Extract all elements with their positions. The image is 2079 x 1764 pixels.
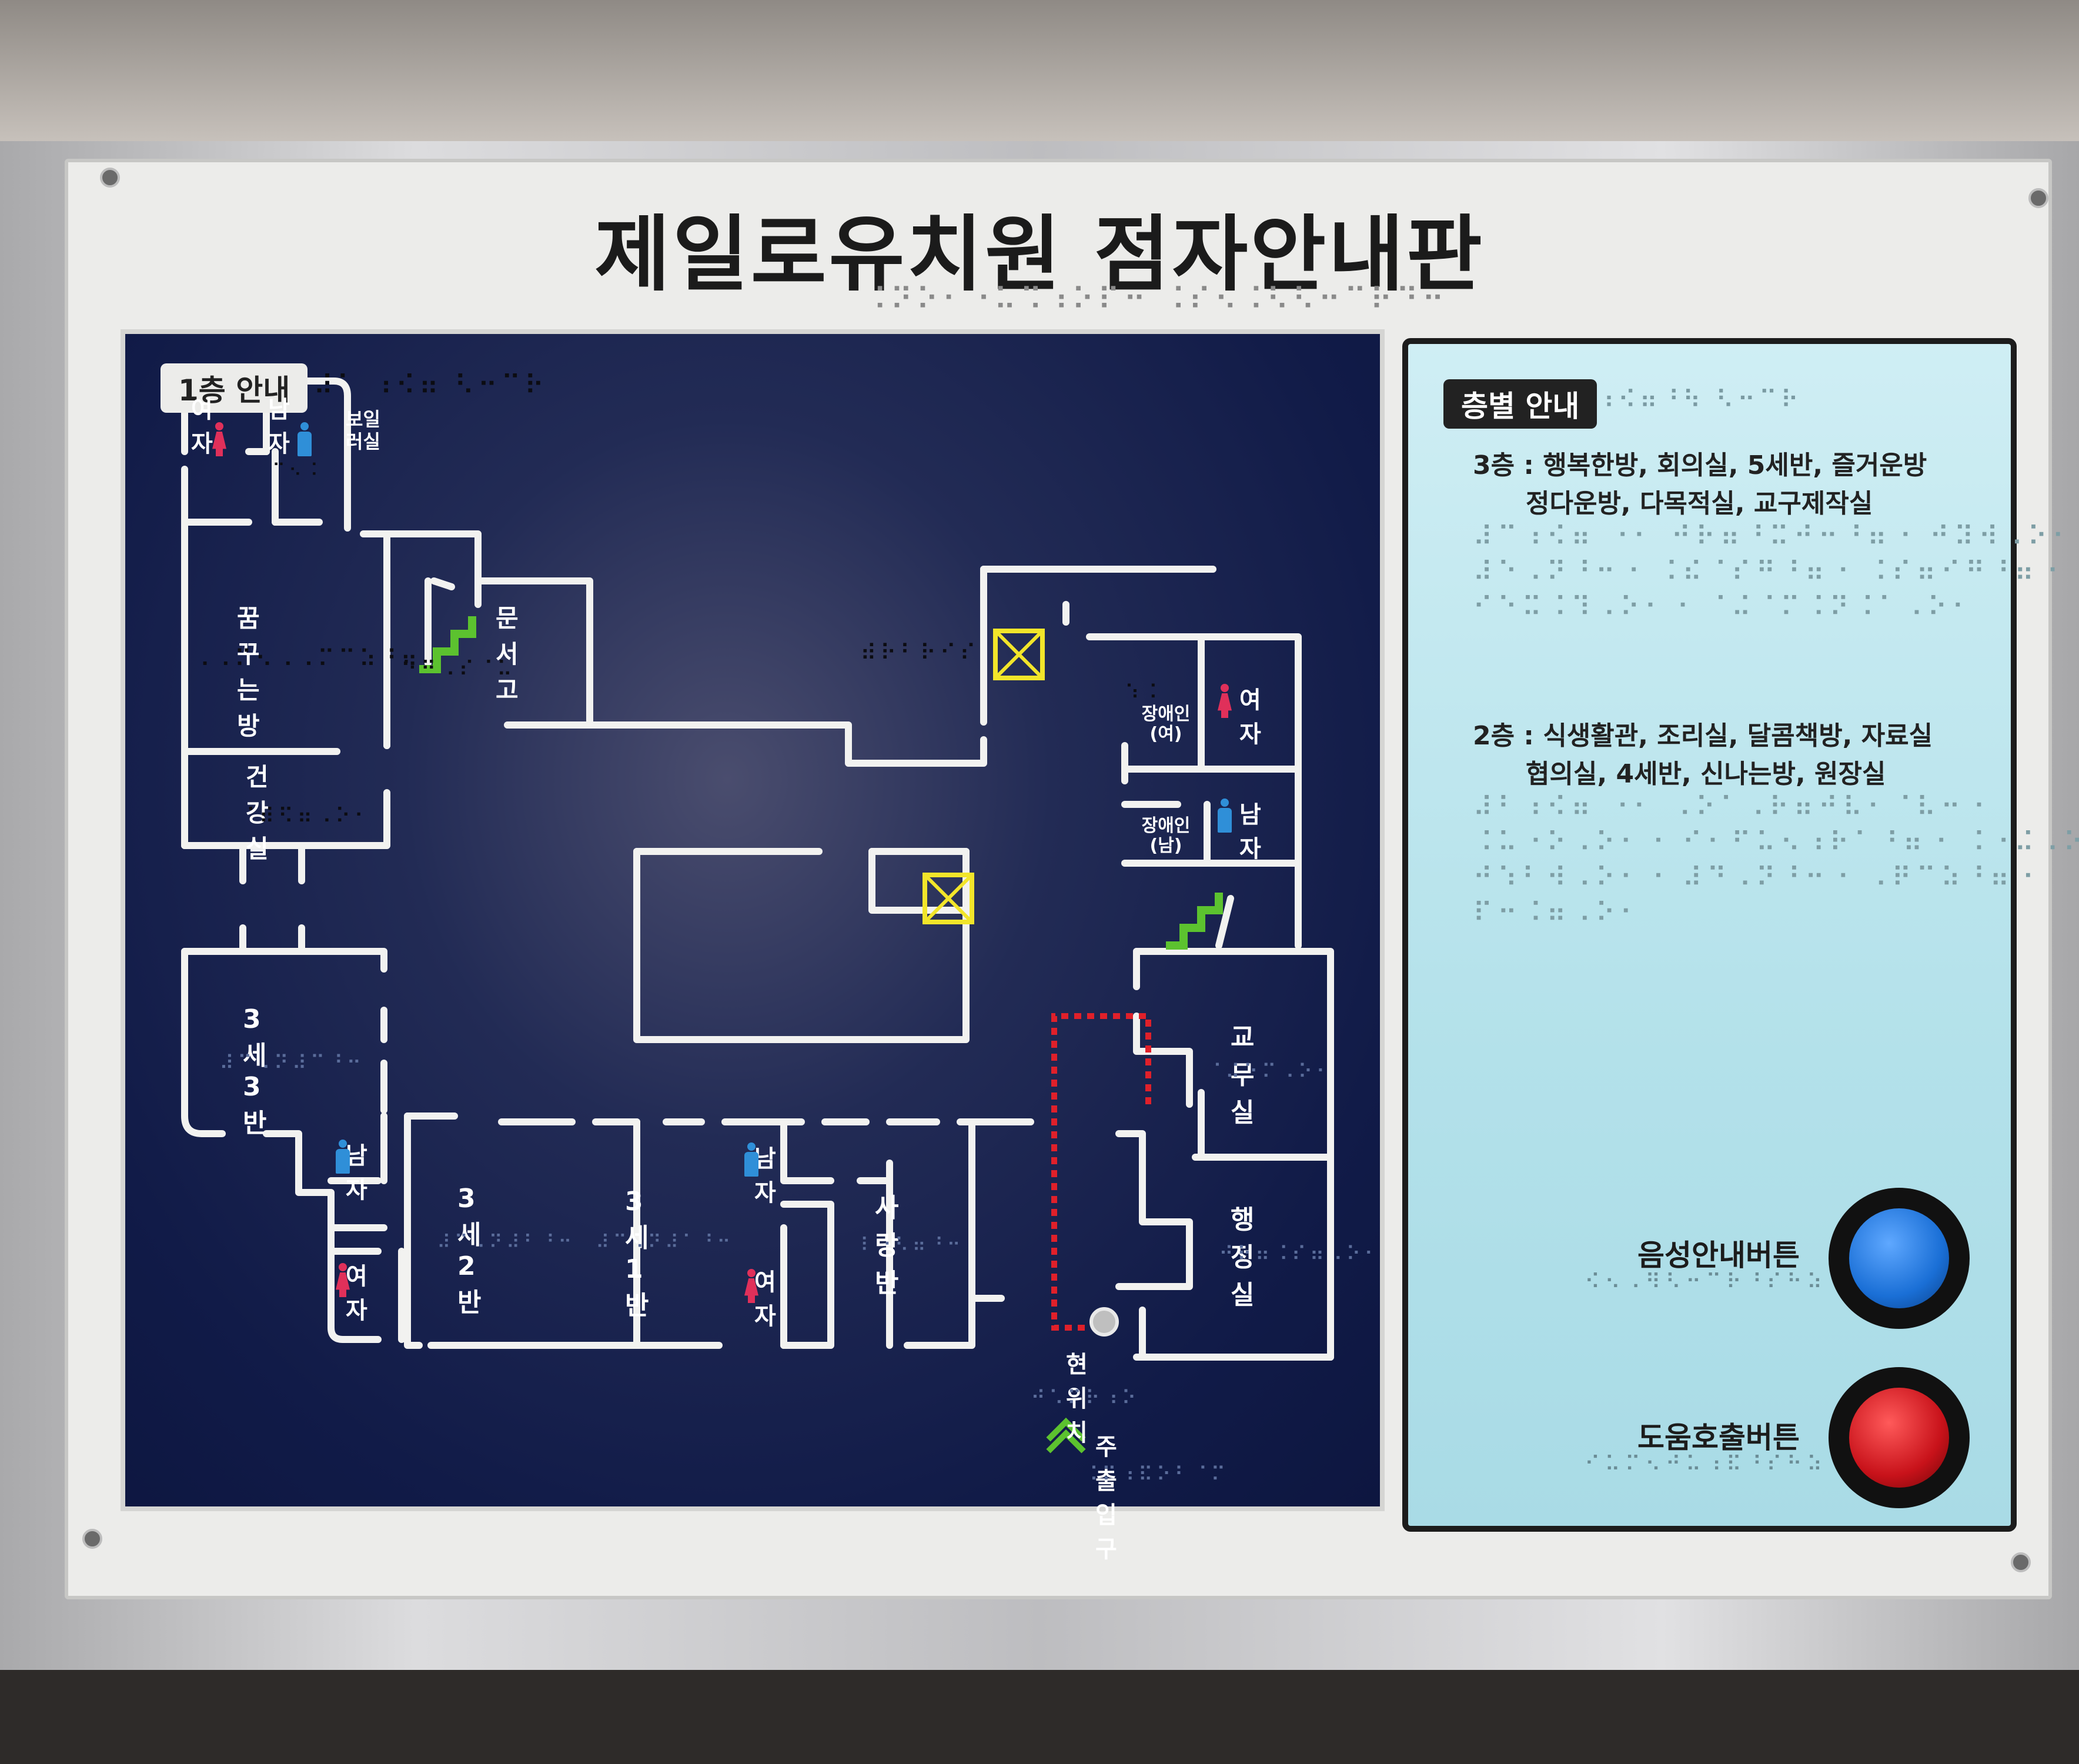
room-men-a: 남자 xyxy=(268,396,290,457)
room-women-a: 여자 xyxy=(191,396,213,457)
title-braille: ⠨⠝⠕⠂⠐⠥⠩⠰⠕⠏⠒ ⠨⠎⠢⠨⠣⠣⠒⠉⠗⠙⠒ xyxy=(864,282,1448,318)
floor2-line2: 협의실, 4세반, 신나는방, 원장실 xyxy=(1526,759,1886,789)
room-disabled-women: 장애인(여) xyxy=(1141,704,1191,744)
main-entrance-label: 주출입구 xyxy=(1095,1434,1117,1563)
background-building xyxy=(0,0,2079,147)
voice-guide-label: 음성안내버튼 xyxy=(1637,1238,1800,1272)
room-age3-2: 3세2반 xyxy=(457,1184,482,1318)
help-call-braille: ⠊⠥⠍⠢⠚⠥⠰⠯⠘⠎⠓⠵ xyxy=(1585,1452,1827,1476)
room-love: 사랑반 xyxy=(875,1193,899,1298)
floor-plan-walls xyxy=(181,377,1334,1454)
floors-tag: 층별 안내 xyxy=(1443,379,1597,429)
braille-admin: ⠚⠗⠶⠨⠎⠶⠠⠕⠂ xyxy=(1219,1242,1383,1266)
floor-map: 1층 안내 ⠼⠁ ⠰⠪⠶ ⠣⠒⠉⠗ 여자 남자 보일러실 꿈꾸는방 문서고 건강… xyxy=(121,329,1385,1563)
entrance-arrow-icon xyxy=(1046,1417,1086,1454)
women-restroom-icon xyxy=(1216,684,1234,719)
room-dream: 꿈꾸는방 xyxy=(237,604,260,740)
women-restroom-icon xyxy=(743,1269,760,1304)
braille-age3-1: ⠼⠉⠠⠝⠼⠁⠘⠒ xyxy=(596,1231,734,1253)
help-call-button[interactable] xyxy=(1829,1367,1970,1508)
men-restroom-icon xyxy=(1216,799,1234,834)
background-ground xyxy=(0,1658,2079,1764)
room-age3-3: 3세3반 xyxy=(243,1004,267,1138)
voice-guide-braille: ⠪⠢⠠⠻⠣⠒⠉⠗⠘⠎⠓⠵ xyxy=(1585,1270,1827,1294)
room-age3-1: 3세1반 xyxy=(625,1187,649,1321)
screw-icon xyxy=(2011,1552,2031,1572)
braille-love: ⠇⠐⠣⠶⠘⠒ xyxy=(860,1234,964,1256)
women-restroom-icon xyxy=(210,422,228,457)
you-are-here-icon xyxy=(1089,1307,1119,1337)
floors-tag-braille: ⠰⠪⠶⠘⠳ ⠣⠒⠉⠗ xyxy=(1596,385,1803,414)
floor1-tag: 1층 안내 xyxy=(161,363,308,413)
room-women-d: 여자 xyxy=(1239,687,1261,748)
braille-you-are-here: ⠚⠡⠍⠗⠰⠕ xyxy=(1031,1387,1140,1410)
braille-library: ⠑⠛⠠⠎⠈⠥ xyxy=(402,657,516,681)
braille-main-entrance: ⠨⠍⠰⠯⠕⠃⠈⠍ xyxy=(1084,1463,1229,1486)
room-health: 건강실 xyxy=(246,763,269,863)
braille-dream: ⠠⠠⠍⠢⠠⠠⠍⠉⠵⠘⠶ xyxy=(193,646,422,673)
room-admin: 행정실 xyxy=(1231,1205,1255,1310)
floor2-line1: 2층 : 식생활관, 조리실, 달콤책방, 자료실 xyxy=(1473,721,1933,751)
floor2-braille-3: ⠚⠱⠃⠺⠠⠕⠂⠐ ⠼⠙⠠⠝⠘⠒⠐ ⠠⠟⠉⠵⠘⠶⠐ xyxy=(1473,861,2039,893)
sign-title: 제일로유치원 점자안내판 xyxy=(594,207,1485,303)
men-restroom-icon xyxy=(334,1140,352,1175)
room-disabled-men: 장애인(남) xyxy=(1141,816,1191,856)
elevator-icon xyxy=(922,873,974,924)
floor3-line2: 정다운방, 다목적실, 교구제작실 xyxy=(1526,489,1873,519)
men-restroom-icon xyxy=(296,422,313,457)
men-restroom-icon xyxy=(743,1142,760,1178)
room-library: 문서고 xyxy=(496,604,519,704)
voice-guide-button[interactable] xyxy=(1829,1188,1970,1329)
screw-icon xyxy=(100,168,120,188)
braille-age3-3: ⠼⠉⠠⠝⠼⠉⠘⠒ xyxy=(219,1051,365,1075)
screw-icon xyxy=(2028,188,2048,208)
braille-men: ⠉⠢⠨ xyxy=(272,460,322,481)
walls xyxy=(181,377,1334,1361)
room-teachers: 교무실 xyxy=(1231,1023,1255,1128)
floor3-braille-1: ⠼⠉⠰⠪⠶ ⠐⠂ ⠚⠗⠶⠘⠭⠚⠒⠘⠶⠐ ⠚⠽⠺⠠⠕⠂⠐ xyxy=(1473,520,2079,552)
braille-women: ⠱⠨ xyxy=(1125,681,1161,704)
braille-elevator: ⠾⠗⠃⠗⠊⠎ xyxy=(860,640,980,666)
floor2-braille-2: ⠨⠥⠐⠕⠠⠕⠂⠐ ⠊⠂⠋⠥⠢⠰⠗⠁⠘⠶⠐ ⠨⠐⠬⠠⠕⠂ xyxy=(1473,826,2079,858)
help-call-label: 도움호출버튼 xyxy=(1637,1421,1800,1455)
floor3-braille-2: ⠼⠑⠠⠝⠘⠒⠐ ⠨⠮⠈⠎⠛⠘⠶⠐ ⠨⠎⠶⠊⠛⠘⠶⠐ xyxy=(1473,556,2064,587)
stairs-icon xyxy=(1166,893,1223,950)
screw-icon xyxy=(82,1529,102,1549)
braille-age3-2: ⠼⠉⠠⠝⠼⠃⠘⠒ xyxy=(437,1231,576,1253)
braille-health: ⠈⠾⠫⠶⠠⠕⠂ xyxy=(240,804,373,828)
room-men-d: 남자 xyxy=(1239,801,1261,863)
floor2-braille-4: ⠏⠒⠨⠶⠠⠕⠂ xyxy=(1473,897,1645,928)
floor-directory-panel: 층별 안내 ⠰⠪⠶⠘⠳ ⠣⠒⠉⠗ 3층 : 행복한방, 회의실, 5세반, 즐거… xyxy=(1402,338,2079,1532)
room-boiler: 보일러실 xyxy=(346,408,380,453)
elevator-icon xyxy=(993,629,1045,680)
floor1-tag-braille: ⠼⠁ ⠰⠪⠶ ⠣⠒⠉⠗ xyxy=(313,369,548,401)
floor2-braille-1: ⠼⠃⠰⠪⠶ ⠐⠂ ⠠⠕⠁⠠⠗⠶⠚⠧⠂⠈⠧⠒⠐ xyxy=(1473,791,1990,823)
floor3-braille-3: ⠊⠑⠭⠨⠹⠠⠕⠂⠐ ⠈⠬⠈⠍⠨⠝⠨⠁⠠⠕⠂ xyxy=(1473,591,1977,623)
you-are-here-label: 현위치 xyxy=(1066,1351,1088,1446)
stairs-icon xyxy=(419,616,476,673)
route-line xyxy=(1051,1013,1151,1331)
floor3-line1: 3층 : 행복한방, 회의실, 5세반, 즐거운방 xyxy=(1473,450,1927,480)
braille-teachers: ⠈⠬⠑⠍⠠⠕⠂ xyxy=(1207,1060,1335,1084)
women-restroom-icon xyxy=(334,1263,352,1298)
